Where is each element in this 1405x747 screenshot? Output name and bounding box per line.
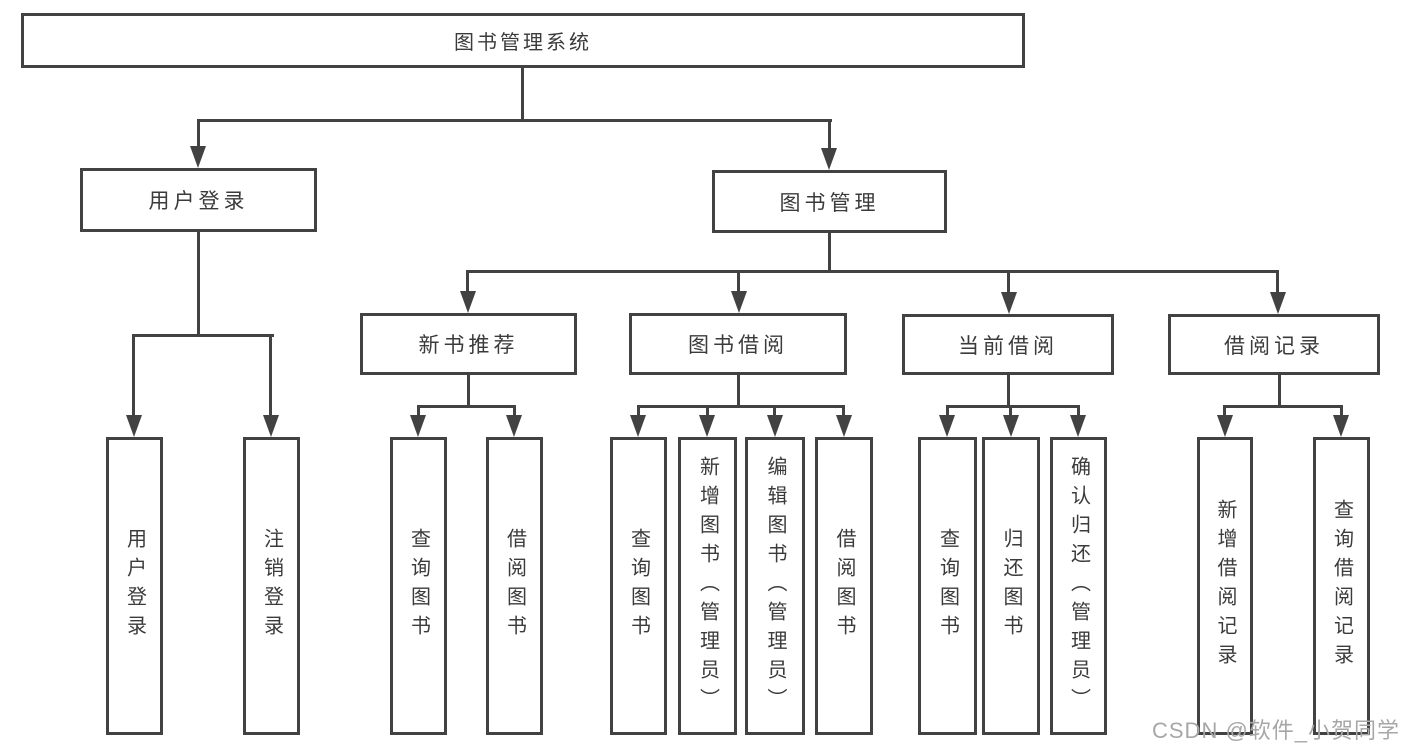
- node-new-book-recommendation: 新书推荐: [360, 313, 577, 375]
- arrowhead: [1003, 415, 1019, 437]
- node-book-borrowing: 图书借阅: [629, 313, 847, 375]
- connector-line: [1223, 405, 1226, 417]
- connector-line: [737, 375, 740, 408]
- arrowhead: [699, 415, 715, 437]
- connector-line: [417, 405, 516, 408]
- connector-line: [132, 334, 274, 337]
- connector-line: [1007, 270, 1010, 293]
- leaf-query-books-current: 查询图书: [918, 437, 977, 735]
- connector-line: [513, 405, 516, 417]
- connector-line: [637, 405, 640, 417]
- connector-line: [1340, 405, 1343, 417]
- node-book-management: 图书管理: [712, 170, 947, 233]
- connector-line: [737, 270, 740, 293]
- arrowhead: [460, 291, 476, 313]
- leaf-return-books: 归还图书: [982, 437, 1040, 735]
- leaf-borrow-books-recommend: 借阅图书: [486, 437, 543, 735]
- connector-line: [773, 405, 776, 417]
- leaf-add-borrow-record: 新增借阅记录: [1197, 437, 1253, 735]
- arrowhead: [1217, 415, 1233, 437]
- leaf-query-borrow-record: 查询借阅记录: [1313, 437, 1370, 735]
- leaf-edit-books-admin: 编辑图书（管理员）: [745, 437, 805, 735]
- connector-line: [466, 270, 469, 293]
- connector-line: [946, 405, 949, 417]
- connector-line: [1007, 375, 1010, 408]
- connector-line: [132, 334, 135, 417]
- arrowhead: [939, 415, 955, 437]
- connector-line: [466, 270, 1279, 273]
- leaf-query-books-borrowing: 查询图书: [610, 437, 667, 735]
- arrowhead: [1001, 292, 1017, 314]
- leaf-borrow-books: 借阅图书: [815, 437, 873, 735]
- arrowhead: [731, 291, 747, 313]
- connector-line: [197, 119, 832, 122]
- connector-line: [706, 405, 709, 417]
- connector-line: [1276, 270, 1279, 293]
- leaf-confirm-return-admin: 确认归还（管理员）: [1050, 437, 1107, 735]
- arrowhead: [263, 415, 279, 437]
- connector-line: [637, 405, 845, 408]
- connector-line: [197, 119, 200, 148]
- arrowhead: [190, 146, 206, 168]
- connector-line: [417, 405, 420, 417]
- leaf-add-books-admin: 新增图书（管理员）: [678, 437, 737, 735]
- leaf-query-books-recommend: 查询图书: [390, 437, 447, 735]
- arrowhead: [630, 415, 646, 437]
- arrowhead: [1333, 415, 1349, 437]
- leaf-user-login: 用户登录: [106, 437, 163, 735]
- watermark: CSDN @软件_小贺同学: [1152, 718, 1401, 743]
- arrowhead: [1270, 292, 1286, 314]
- node-borrowing-records: 借阅记录: [1168, 314, 1380, 375]
- connector-line: [269, 334, 272, 417]
- connector-line: [1278, 375, 1281, 408]
- arrowhead: [506, 415, 522, 437]
- connector-line: [467, 375, 470, 408]
- node-user-login: 用户登录: [80, 168, 317, 232]
- connector-line: [828, 119, 831, 150]
- arrowhead: [1070, 415, 1086, 437]
- connector-line: [1077, 405, 1080, 417]
- connector-line: [1009, 405, 1012, 417]
- node-current-borrowing: 当前借阅: [902, 314, 1114, 375]
- arrowhead: [410, 415, 426, 437]
- connector-line: [842, 405, 845, 417]
- arrowhead: [821, 148, 837, 170]
- connector-line: [946, 405, 1080, 408]
- node-library-management-system: 图书管理系统: [21, 13, 1025, 68]
- leaf-logout: 注销登录: [243, 437, 300, 735]
- connector-line: [521, 68, 524, 122]
- arrowhead: [126, 415, 142, 437]
- arrowhead: [836, 415, 852, 437]
- connector-line: [828, 233, 831, 273]
- connector-line: [1223, 405, 1343, 408]
- connector-line: [197, 232, 200, 337]
- arrowhead: [767, 415, 783, 437]
